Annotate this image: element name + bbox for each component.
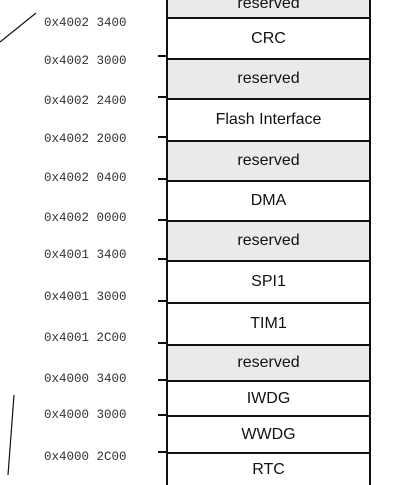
- block-label: reserved: [237, 70, 300, 87]
- address-label: 0x4002 2400: [44, 94, 127, 108]
- address-label: 0x4000 3400: [44, 372, 127, 386]
- address-label: 0x4001 3400: [44, 248, 127, 262]
- block-label: SPI1: [251, 273, 286, 290]
- boundary-tick: [158, 300, 168, 302]
- spi1-block: SPI1: [166, 260, 371, 302]
- flash-interface-block: Flash Interface: [166, 98, 371, 140]
- reserved-block: reserved: [166, 220, 371, 260]
- crc-block: CRC: [166, 17, 371, 58]
- address-label: 0x4002 3400: [44, 16, 127, 30]
- dma-block: DMA: [166, 180, 371, 220]
- reserved-block: reserved: [166, 140, 371, 180]
- block-label: DMA: [250, 192, 287, 209]
- address-label: 0x4002 0400: [44, 171, 127, 185]
- boundary-tick: [158, 96, 168, 98]
- address-label: 0x4002 2000: [44, 132, 127, 146]
- block-label: RTC: [252, 460, 285, 478]
- boundary-tick: [158, 258, 168, 260]
- reserved-block: reserved: [166, 58, 371, 98]
- rtc-block: RTC: [166, 452, 371, 485]
- block-label: IWDG: [246, 389, 291, 407]
- boundary-tick: [158, 414, 168, 416]
- boundary-tick: [158, 342, 168, 344]
- wwdg-block: WWDG: [166, 415, 371, 452]
- expansion-line-bottom: [7, 394, 15, 475]
- reserved-block: reserved: [166, 344, 371, 380]
- block-label: reserved: [237, 152, 300, 169]
- block-label: reserved: [237, 0, 300, 12]
- block-label: CRC: [251, 29, 286, 47]
- address-label: 0x4002 0000: [44, 211, 127, 225]
- block-label: Flash Interface: [215, 111, 322, 128]
- address-label: 0x4001 2C00: [44, 331, 127, 345]
- boundary-tick: [158, 136, 168, 138]
- reserved-block: reserved: [166, 0, 371, 17]
- boundary-tick: [158, 219, 168, 221]
- address-label: 0x4000 2C00: [44, 450, 127, 464]
- address-label: 0x4002 3000: [44, 54, 127, 68]
- block-label: reserved: [237, 354, 300, 371]
- boundary-tick: [158, 178, 168, 180]
- boundary-tick: [158, 451, 168, 453]
- address-label: 0x4000 3000: [44, 408, 127, 422]
- tim1-block: TIM1: [166, 302, 371, 344]
- block-label: TIM1: [250, 315, 287, 332]
- block-label: reserved: [237, 232, 300, 249]
- boundary-tick: [158, 55, 168, 57]
- expansion-lines: [0, 12, 37, 475]
- expansion-line-top: [0, 12, 37, 43]
- address-label: 0x4001 3000: [44, 290, 127, 304]
- block-label: WWDG: [241, 425, 296, 443]
- iwdg-block: IWDG: [166, 380, 371, 415]
- boundary-tick: [158, 379, 168, 381]
